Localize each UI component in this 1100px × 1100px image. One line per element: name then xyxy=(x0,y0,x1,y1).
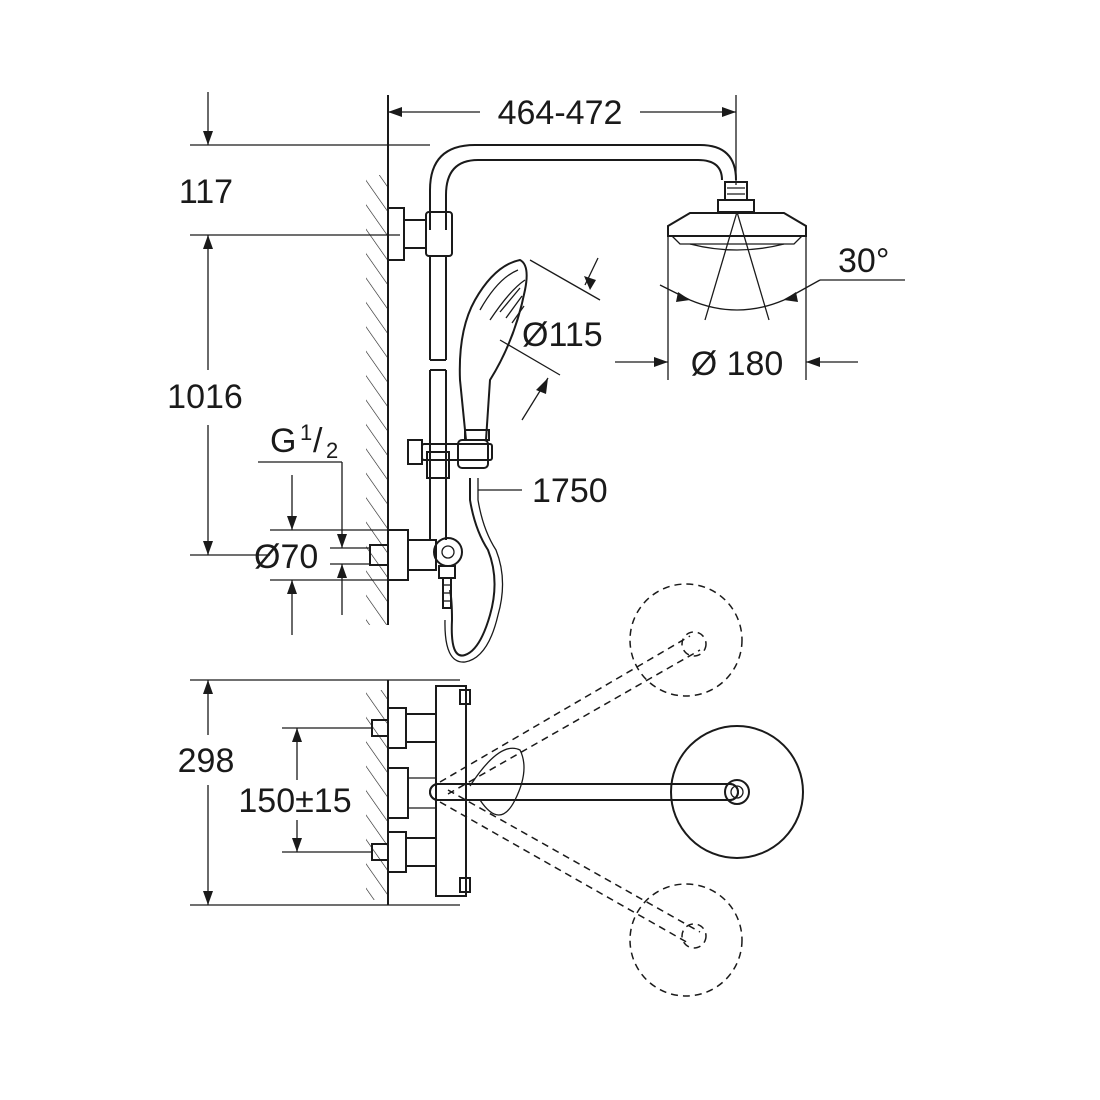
spray-angle-dimension: 30° xyxy=(659,242,905,311)
connection-spacing-label: 150±15 xyxy=(238,782,351,820)
head-shower-diameter-label: Ø 180 xyxy=(691,345,784,383)
plan-depth-dimension: 298 xyxy=(178,679,460,906)
head-shower xyxy=(667,181,807,380)
hand-shower-diameter-dimension: Ø115 xyxy=(499,257,603,421)
thread-numerator: 1 xyxy=(300,420,312,445)
thermostat-elevation xyxy=(369,529,463,609)
hand-shower xyxy=(458,258,528,441)
thread-denominator: 2 xyxy=(326,438,338,463)
riser-rail xyxy=(429,256,447,540)
head-shower-diameter-dimension: Ø 180 xyxy=(615,345,858,383)
inlet-diameter-label: Ø70 xyxy=(254,538,318,576)
spray-angle-label: 30° xyxy=(838,242,889,280)
hand-shower-swivel-outline xyxy=(469,747,525,816)
rail-height-label: 1016 xyxy=(167,378,243,416)
height-dimensions: 117 1016 xyxy=(167,92,430,556)
shower-arm xyxy=(429,144,737,230)
shower-hose xyxy=(449,478,496,657)
thread-size-label: G xyxy=(270,422,296,460)
arm-reach-dimension: 464-472 xyxy=(388,94,737,185)
inlet-dimensions: G 1 / 2 Ø70 xyxy=(254,420,388,635)
plan-view: 298 150±15 xyxy=(178,583,804,997)
hose-length-label: 1750 xyxy=(532,472,608,510)
wall-hatching-plan xyxy=(366,690,388,900)
thread-slash: / xyxy=(313,422,323,460)
plan-depth-label: 298 xyxy=(178,742,235,780)
slider-holder xyxy=(407,439,423,465)
top-offset-label: 117 xyxy=(179,173,233,211)
thermostat-plan xyxy=(371,685,471,897)
swivel-alternate-positions xyxy=(439,583,743,997)
connection-spacing-dimension: 150±15 xyxy=(238,727,372,853)
head-shower-plan xyxy=(429,725,804,859)
wall-hatching-elevation xyxy=(366,175,388,625)
hand-shower-diameter-label: Ø115 xyxy=(522,316,603,354)
wall-bracket-top xyxy=(387,207,405,261)
elevation-view: 464-472 117 1016 xyxy=(167,92,905,663)
arm-reach-label: 464-472 xyxy=(498,94,623,132)
